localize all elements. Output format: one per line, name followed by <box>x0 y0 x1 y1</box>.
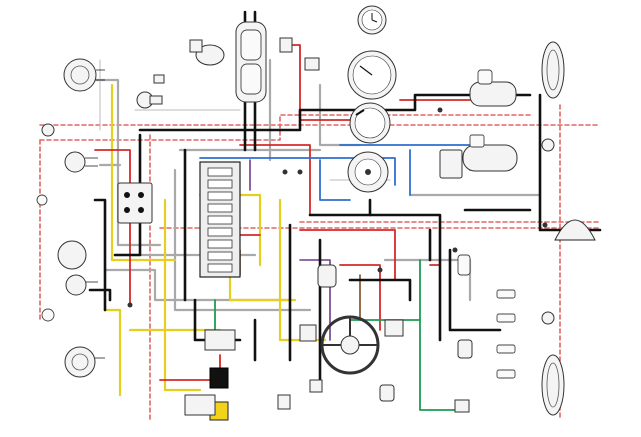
wiper-motor <box>136 74 165 109</box>
starter-motor <box>469 69 517 107</box>
tail-lamp-right-upper <box>541 41 565 152</box>
relay-block <box>117 182 153 224</box>
voltage-regulator <box>439 149 463 179</box>
switch-cluster <box>204 264 404 351</box>
generator <box>462 134 518 172</box>
tachometer <box>347 50 397 100</box>
horn-left <box>41 123 98 173</box>
oil-pressure-switch <box>457 254 473 359</box>
tail-lamp-left <box>64 346 105 378</box>
clock <box>357 5 387 35</box>
horn-relay <box>277 379 470 413</box>
headlight-left-upper <box>63 58 105 92</box>
grey-wires <box>93 58 542 312</box>
ignition-coil-upper <box>189 39 225 66</box>
fuel-gauge <box>347 151 389 193</box>
turn-signal-left <box>41 308 55 322</box>
license-lamp <box>554 219 596 241</box>
tail-lamp-right-lower <box>541 311 565 416</box>
violet-wires <box>249 159 331 341</box>
green-wires <box>214 259 466 411</box>
fuse-box <box>199 161 241 278</box>
spark-plugs <box>496 289 516 379</box>
fog-lamp-left <box>36 194 48 206</box>
steering-wheel <box>320 315 380 375</box>
speedometer <box>349 102 391 144</box>
distributor <box>235 21 320 103</box>
battery <box>184 367 229 421</box>
connector-terminals <box>127 107 548 308</box>
headlight-left-lower <box>57 240 98 296</box>
